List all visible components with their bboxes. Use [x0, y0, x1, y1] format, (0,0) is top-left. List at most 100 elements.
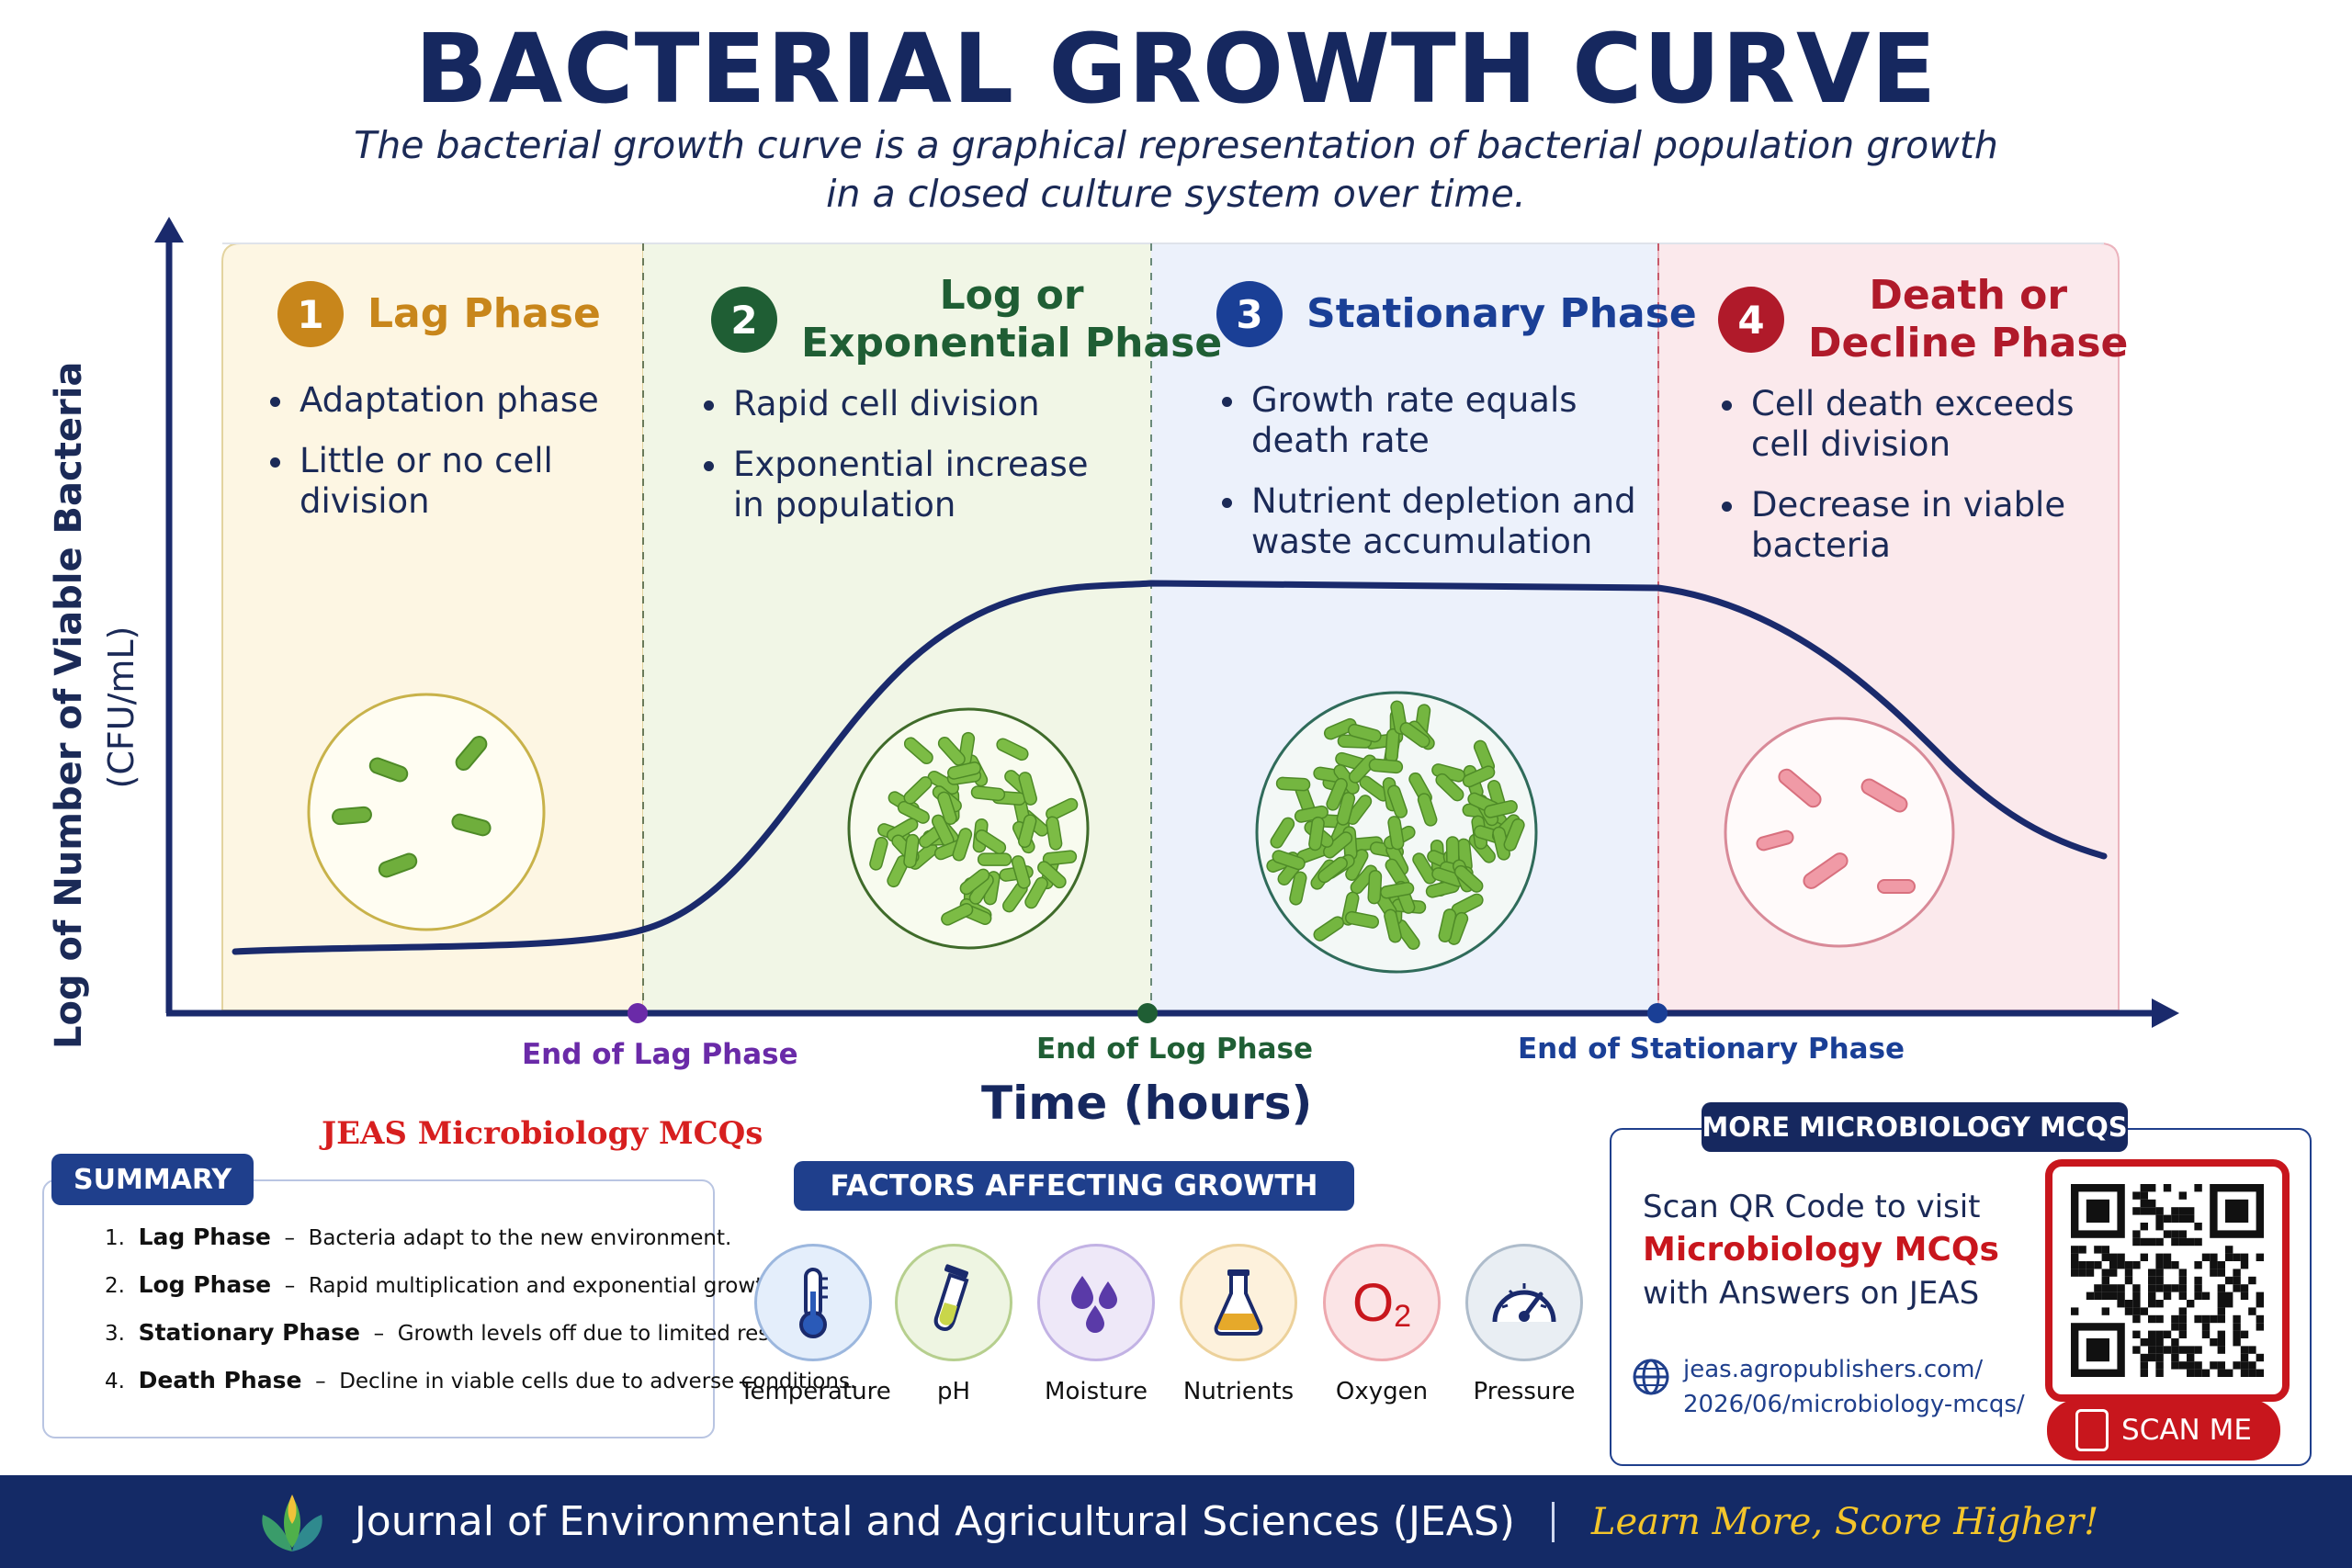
qr-module: [2194, 1237, 2202, 1247]
qr-module: [2117, 1300, 2125, 1308]
qr-module: [2101, 1284, 2109, 1292]
qr-module: [2148, 1292, 2156, 1300]
bacterium-cell: [1387, 784, 1408, 818]
bullet-text: Adaptation phase: [300, 380, 599, 420]
qr-module: [2225, 1292, 2233, 1300]
phase-name: Death or Decline Phase: [1808, 272, 2128, 367]
qr-module: [2155, 1330, 2164, 1338]
qr-module: [2256, 1323, 2264, 1331]
qr-line-2: Microbiology MCQs: [1643, 1231, 1999, 1269]
water-drops-icon: [1037, 1244, 1155, 1361]
phase-number-badge: 1: [277, 281, 344, 347]
bacterium-cell: [1387, 816, 1405, 851]
bacterium-cell: [1308, 816, 1325, 852]
qr-module: [2187, 1369, 2195, 1377]
bacterium-cell: [1037, 861, 1067, 889]
qr-module: [2171, 1237, 2179, 1247]
qr-module: [2163, 1346, 2172, 1354]
test-tube-icon: [895, 1244, 1012, 1361]
qr-module: [2217, 1307, 2225, 1315]
qr-module: [2124, 1300, 2133, 1308]
qr-module: [2140, 1353, 2148, 1362]
qr-line-1: Scan QR Code to visit: [1643, 1189, 1981, 1225]
qr-module: [2187, 1214, 2195, 1223]
marker-label-end-log: End of Log Phase: [1036, 1032, 1314, 1066]
qr-module: [2248, 1346, 2256, 1354]
bacterium-cell: [1412, 852, 1437, 885]
qr-module: [2194, 1292, 2202, 1300]
qr-module: [2178, 1284, 2187, 1292]
qr-module: [2109, 1253, 2118, 1261]
qr-module: [2155, 1269, 2164, 1277]
qr-module: [2078, 1261, 2086, 1269]
qr-module: [2148, 1184, 2156, 1192]
qr-module: [2210, 1261, 2218, 1269]
qr-module: [2140, 1199, 2148, 1208]
qr-module: [2132, 1314, 2141, 1324]
qr-module: [2233, 1284, 2241, 1292]
summary-tag: SUMMARY: [51, 1154, 254, 1205]
qr-module: [2210, 1314, 2218, 1324]
qr-module: [2217, 1300, 2225, 1308]
growth-curve-line: [232, 580, 2108, 955]
qr-module: [2101, 1246, 2109, 1254]
qr-module: [2117, 1284, 2125, 1292]
qr-module: [2178, 1237, 2187, 1247]
qr-module: [2155, 1214, 2164, 1223]
qr-module: [2248, 1361, 2256, 1370]
phase-death-header: 4 Death or Decline Phase: [1718, 272, 2128, 367]
qr-module: [2117, 1253, 2125, 1261]
qr-module: [2225, 1276, 2233, 1285]
page-subtitle: The bacterial growth curve is a graphica…: [303, 121, 2049, 219]
bacterium-cell: [1289, 871, 1307, 906]
page-title: BACTERIAL GROWTH CURVE: [414, 13, 1938, 125]
qr-module: [2071, 1246, 2079, 1254]
qr-module: [2217, 1330, 2225, 1338]
url-line-1[interactable]: jeas.agropublishers.com/: [1683, 1356, 1984, 1383]
qr-module: [2194, 1314, 2202, 1324]
qr-module: [2240, 1284, 2249, 1292]
qr-code-frame[interactable]: [2045, 1159, 2290, 1402]
qr-module: [2124, 1269, 2133, 1277]
qr-module: [2071, 1307, 2079, 1315]
qr-module: [2233, 1361, 2241, 1370]
bullet-item: Rapid cell division: [700, 384, 1123, 424]
bacterium-cell: [941, 903, 974, 926]
qr-module: [2171, 1230, 2179, 1238]
footer-divider: [1551, 1501, 1555, 1542]
growth-curve-diagram: [154, 217, 2179, 1028]
scan-me-button[interactable]: SCAN ME: [2047, 1400, 2280, 1461]
qr-module: [2163, 1253, 2172, 1261]
qr-url-link[interactable]: jeas.agropublishers.com/ 2026/06/microbi…: [1683, 1352, 2025, 1422]
qr-module: [2148, 1338, 2156, 1347]
qr-module: [2132, 1230, 2141, 1238]
bacterium-cell: [947, 761, 981, 780]
qr-module: [2078, 1269, 2086, 1277]
bacterium-cell: [897, 800, 930, 824]
qr-module: [2217, 1314, 2225, 1324]
qr-module: [2233, 1314, 2241, 1324]
qr-module: [2225, 1246, 2233, 1254]
phase-name-line-2: Exponential Phase: [801, 320, 1223, 367]
qr-module: [2140, 1237, 2148, 1247]
qr-module: [2148, 1284, 2156, 1292]
qr-module: [2132, 1261, 2141, 1269]
qr-module: [2163, 1184, 2172, 1192]
qr-module: [2217, 1361, 2225, 1370]
qr-module: [2178, 1323, 2187, 1331]
bacterium-cell: [1347, 723, 1382, 743]
qr-module: [2140, 1369, 2148, 1377]
footer-tagline: Learn More, Score Higher!: [1590, 1500, 2099, 1543]
qr-module: [2117, 1292, 2125, 1300]
qr-module: [2233, 1323, 2241, 1331]
qr-module: [2178, 1307, 2187, 1315]
bacterium-cell: [1435, 773, 1464, 802]
qr-module: [2248, 1307, 2256, 1315]
bacterium-cell: [1272, 850, 1306, 871]
bacteria-stationary-circle: [1255, 691, 1538, 974]
url-line-2[interactable]: 2026/06/microbiology-mcqs/: [1683, 1391, 2025, 1418]
qr-module: [2187, 1300, 2195, 1308]
bullet-text: Little or no cell: [300, 441, 553, 480]
qr-module: [2201, 1369, 2211, 1377]
